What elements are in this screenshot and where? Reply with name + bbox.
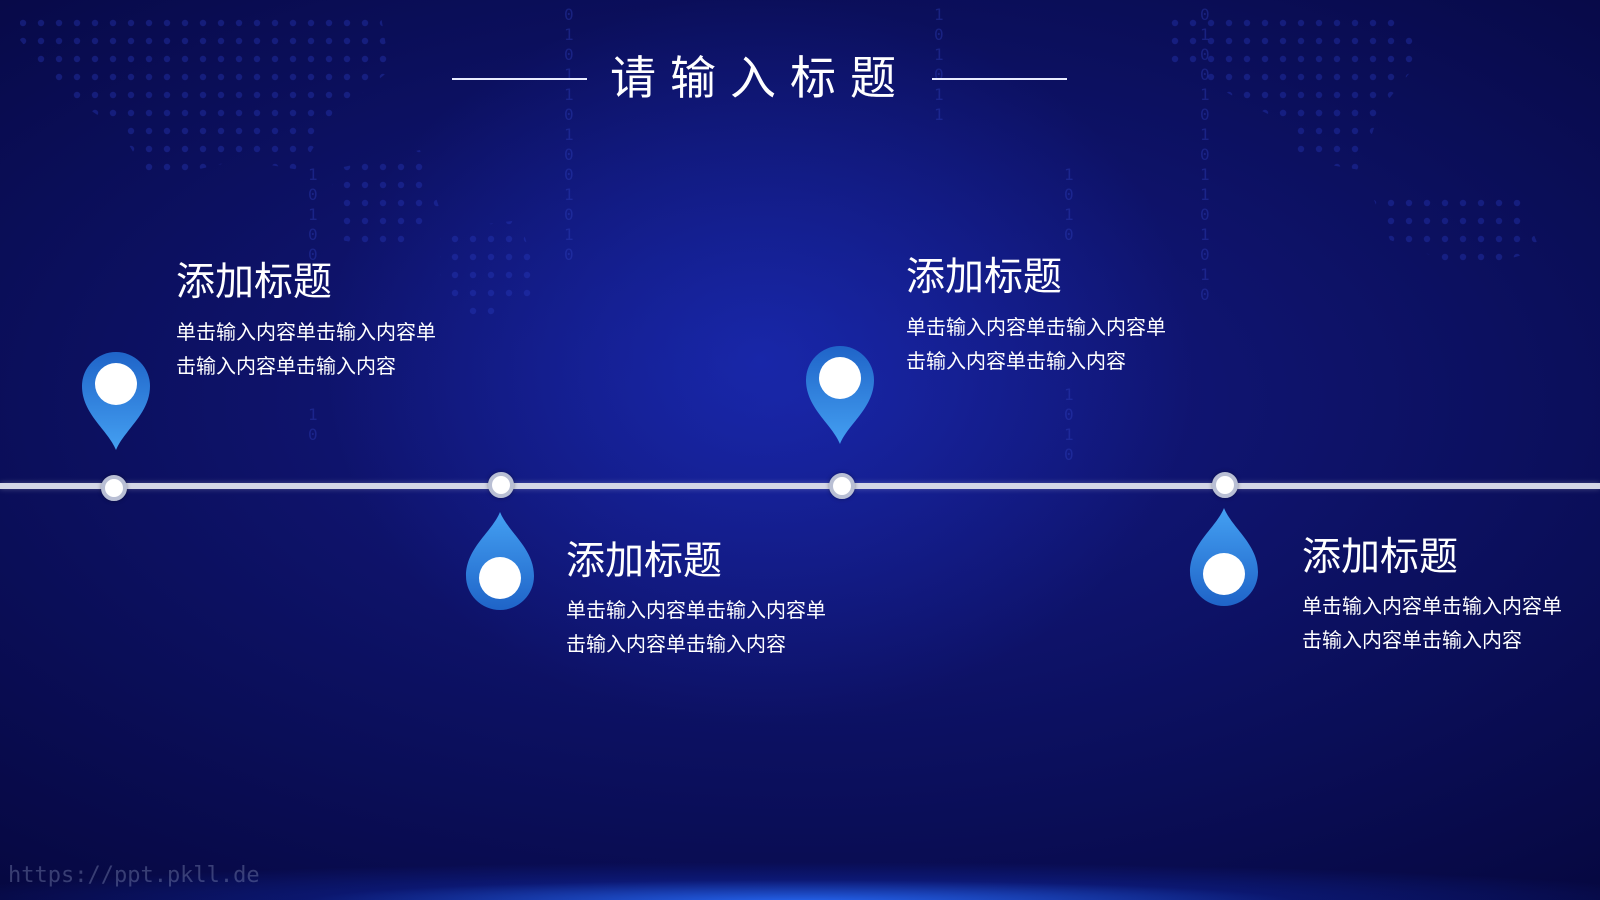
timeline-bar <box>0 483 1600 489</box>
svg-text:0: 0 <box>1064 405 1074 424</box>
svg-text:1: 1 <box>308 205 318 224</box>
svg-text:1: 1 <box>1064 385 1074 404</box>
svg-text:0: 0 <box>564 205 574 224</box>
svg-text:0: 0 <box>308 225 318 244</box>
svg-text:1: 1 <box>564 25 574 44</box>
svg-text:0: 0 <box>1200 205 1210 224</box>
timeline-item-title-3[interactable]: 添加标题 <box>906 255 1063 300</box>
svg-text:1: 1 <box>1200 265 1210 284</box>
svg-text:0: 0 <box>564 165 574 184</box>
title-line-left <box>452 78 587 80</box>
droplet-icon <box>466 512 534 610</box>
svg-text:0: 0 <box>1200 5 1210 24</box>
svg-text:1: 1 <box>1200 225 1210 244</box>
timeline-node-2 <box>488 472 514 498</box>
title-area: 请输入标题 <box>452 46 1068 110</box>
svg-text:0: 0 <box>1064 445 1074 464</box>
svg-text:1: 1 <box>1064 425 1074 444</box>
svg-text:0: 0 <box>1200 45 1210 64</box>
svg-text:1: 1 <box>308 165 318 184</box>
timeline-item-title-4[interactable]: 添加标题 <box>1302 535 1459 580</box>
timeline-item-text-1[interactable]: 单击输入内容单击输入内容单击输入内容单击输入内容 <box>176 320 436 378</box>
svg-text:0: 0 <box>564 245 574 264</box>
timeline-node-1 <box>101 475 127 501</box>
timeline-item-title-1[interactable]: 添加标题 <box>176 260 333 305</box>
svg-text:1: 1 <box>1064 165 1074 184</box>
svg-text:0: 0 <box>1200 285 1210 304</box>
svg-text:0: 0 <box>308 425 318 444</box>
timeline-item-text-4[interactable]: 单击输入内容单击输入内容单击输入内容单击输入内容 <box>1302 594 1562 652</box>
timeline-item-text-2[interactable]: 单击输入内容单击输入内容单击输入内容单击输入内容 <box>566 598 826 656</box>
watermark: https://ppt.pkll.de <box>8 863 260 888</box>
droplet-icon <box>1190 508 1258 606</box>
svg-text:0: 0 <box>308 185 318 204</box>
timeline-node-4 <box>1212 472 1238 498</box>
svg-text:0: 0 <box>1200 245 1210 264</box>
svg-text:0: 0 <box>1200 145 1210 164</box>
slide-title[interactable]: 请输入标题 <box>610 51 910 105</box>
map-pin-icon <box>82 352 150 450</box>
svg-text:0: 0 <box>1064 225 1074 244</box>
svg-text:0: 0 <box>934 25 944 44</box>
svg-text:1: 1 <box>564 225 574 244</box>
svg-text:1: 1 <box>1200 185 1210 204</box>
svg-text:1: 1 <box>1200 25 1210 44</box>
bottom-glow <box>0 840 1600 900</box>
svg-text:1: 1 <box>564 185 574 204</box>
svg-text:0: 0 <box>564 145 574 164</box>
svg-text:0: 0 <box>1200 105 1210 124</box>
svg-text:0: 0 <box>1064 185 1074 204</box>
svg-text:1: 1 <box>1064 205 1074 224</box>
svg-text:0: 0 <box>1200 65 1210 84</box>
timeline-item-title-2[interactable]: 添加标题 <box>566 539 723 584</box>
svg-text:1: 1 <box>564 125 574 144</box>
map-pin-icon <box>806 346 874 444</box>
svg-text:1: 1 <box>1200 165 1210 184</box>
svg-text:1: 1 <box>934 5 944 24</box>
title-line-right <box>932 78 1067 80</box>
timeline-item-text-3[interactable]: 单击输入内容单击输入内容单击输入内容单击输入内容 <box>906 315 1166 373</box>
svg-text:1: 1 <box>1200 125 1210 144</box>
svg-text:0: 0 <box>564 5 574 24</box>
timeline-node-3 <box>829 473 855 499</box>
svg-text:1: 1 <box>308 405 318 424</box>
svg-text:1: 1 <box>1200 85 1210 104</box>
